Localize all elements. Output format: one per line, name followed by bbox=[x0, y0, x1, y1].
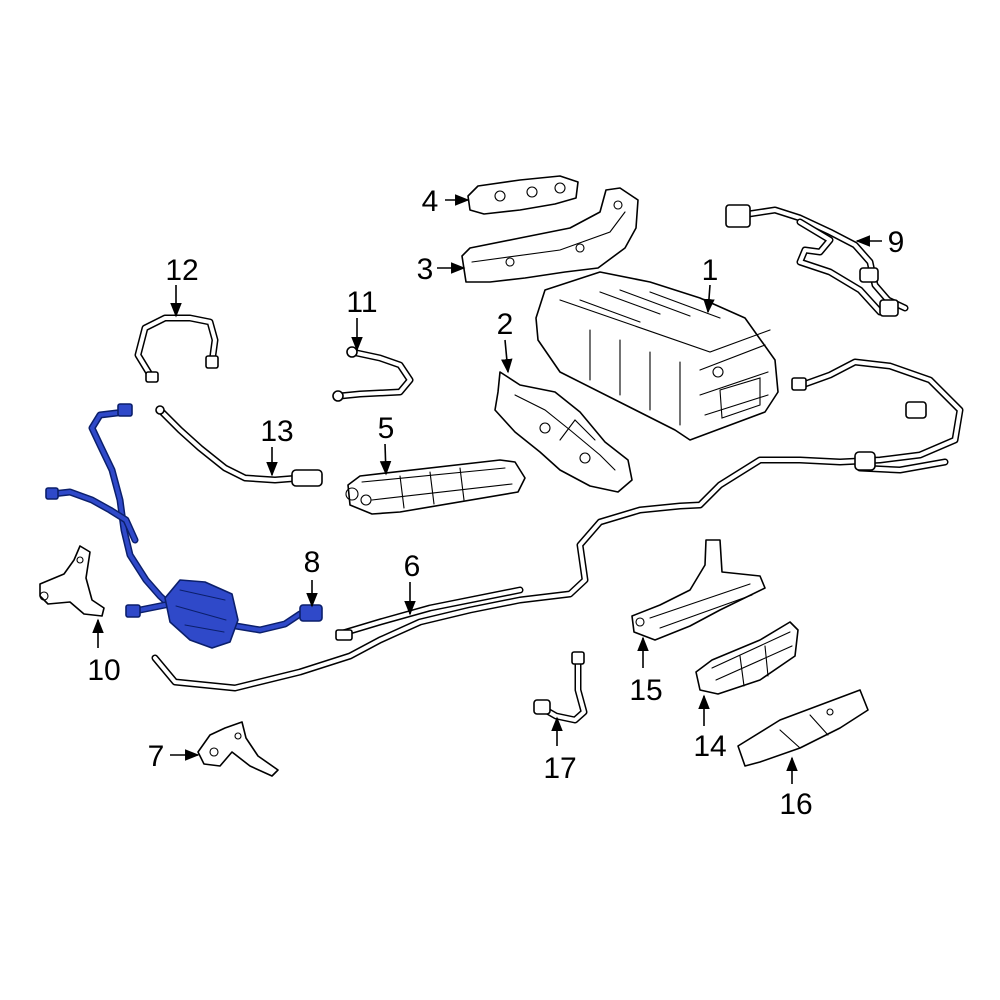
part-9-harness[interactable] bbox=[725, 204, 909, 317]
callout-13: 13 bbox=[260, 415, 293, 448]
part-8-wiring-harness[interactable] bbox=[45, 403, 323, 649]
callout-8: 8 bbox=[304, 546, 321, 579]
part-1-battery-pack[interactable] bbox=[535, 271, 779, 441]
part-14-control-module[interactable] bbox=[695, 621, 799, 695]
callout-14: 14 bbox=[693, 730, 726, 763]
part-2-bracket[interactable] bbox=[494, 371, 633, 493]
leader-lines bbox=[92, 194, 882, 784]
callout-5: 5 bbox=[378, 412, 395, 445]
part-5-module[interactable] bbox=[345, 459, 526, 515]
callout-10: 10 bbox=[87, 654, 120, 687]
callout-3: 3 bbox=[417, 253, 434, 286]
callout-1: 1 bbox=[702, 254, 719, 287]
callout-2: 2 bbox=[497, 308, 514, 341]
callout-12: 12 bbox=[165, 254, 198, 287]
part-16-cover[interactable] bbox=[737, 689, 869, 767]
part-11-ground-cable[interactable] bbox=[332, 346, 414, 402]
callout-15: 15 bbox=[629, 674, 662, 707]
callout-17: 17 bbox=[543, 752, 576, 785]
part-4-mount-bracket[interactable] bbox=[467, 175, 579, 215]
part-17-sensor-cable[interactable] bbox=[533, 651, 588, 724]
callout-6: 6 bbox=[404, 550, 421, 583]
callout-11: 11 bbox=[346, 286, 377, 319]
callout-labels: 1 2 3 4 5 6 7 8 9 10 11 12 13 14 15 16 1… bbox=[87, 185, 904, 821]
part-12-cable[interactable] bbox=[134, 314, 219, 383]
callout-16: 16 bbox=[779, 788, 812, 821]
part-7-small-bracket[interactable] bbox=[197, 721, 279, 777]
part-10-bracket[interactable] bbox=[39, 545, 105, 617]
part-13-cable[interactable] bbox=[155, 405, 323, 487]
part-6-cable-conduit[interactable] bbox=[151, 358, 964, 692]
part-3-carrier[interactable] bbox=[461, 187, 639, 283]
callout-9: 9 bbox=[888, 226, 905, 259]
part-15-bracket[interactable] bbox=[631, 539, 766, 641]
callout-7: 7 bbox=[148, 740, 165, 773]
callout-4: 4 bbox=[422, 185, 439, 218]
